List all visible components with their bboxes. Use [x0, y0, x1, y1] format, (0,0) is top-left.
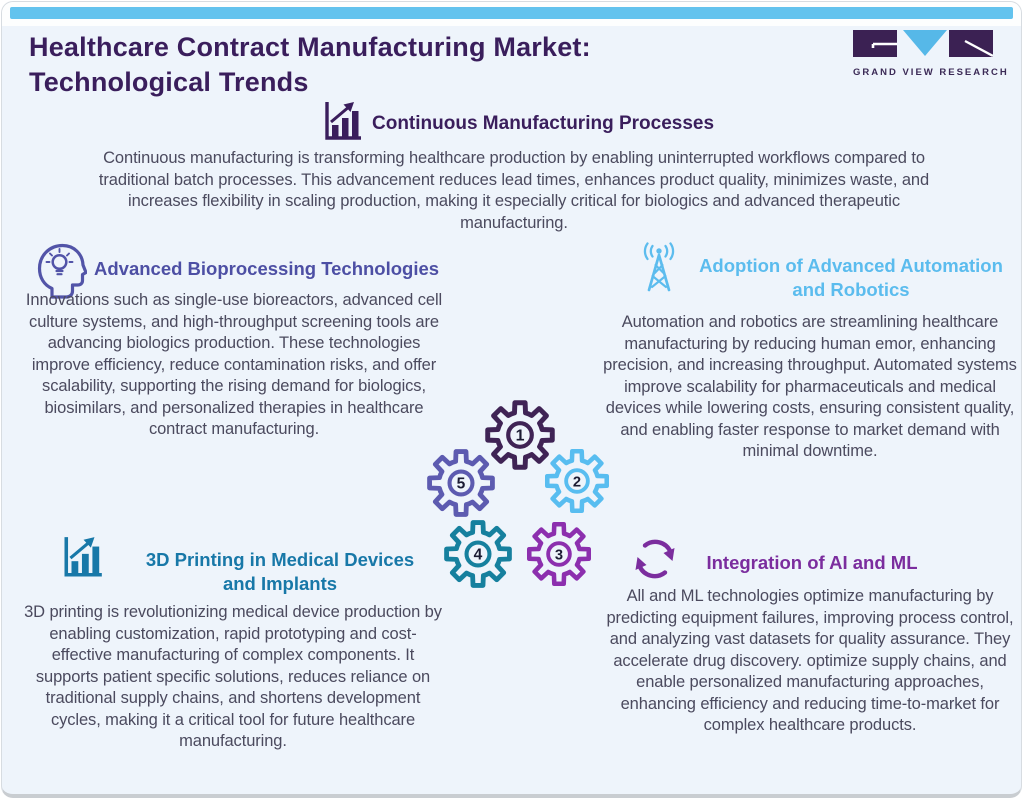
automation-title: Adoption of Advanced Automation and Robo…	[684, 254, 1018, 302]
bioprocessing-title: Advanced Bioprocessing Technologies	[94, 258, 440, 279]
page-title-line2: Technological Trends	[29, 67, 309, 97]
gear-3: 3	[524, 519, 594, 589]
automation-body: Automation and robotics are streamlining…	[603, 313, 1017, 460]
bar-chart-growth-icon	[325, 102, 361, 140]
bioprocessing-body: Innovations such as single-use bioreacto…	[25, 291, 443, 438]
cycle-arrows-icon	[635, 539, 675, 579]
printing-title-line2: and Implants	[222, 573, 338, 594]
radio-tower-icon	[643, 242, 675, 292]
head-lightbulb-icon	[37, 243, 87, 299]
gear-1-number: 1	[516, 428, 525, 445]
printing-title-line1: 3D Printing in Medical Devices	[145, 549, 415, 570]
continuous-manufacturing-body: Continuous manufacturing is transforming…	[98, 149, 930, 232]
gear-2-number: 2	[573, 474, 581, 490]
grand-view-research-logo: GRAND VIEW RESEARCH	[853, 29, 1009, 78]
page-title: Healthcare Contract Manufacturing Market…	[29, 30, 591, 100]
gear-5-number: 5	[457, 476, 466, 493]
accent-bar	[10, 7, 1013, 19]
continuous-manufacturing-title: Continuous Manufacturing Processes	[372, 113, 715, 134]
gear-3-number: 3	[555, 547, 563, 563]
page-title-line1: Healthcare Contract Manufacturing Market…	[29, 32, 591, 62]
gear-5: 5	[424, 446, 498, 520]
gear-4-number: 4	[474, 547, 483, 564]
bar-chart-growth-icon	[64, 537, 102, 577]
automation-title-line2: and Robotics	[792, 279, 910, 300]
ai-ml-body: All and ML technologies optimize manufac…	[606, 587, 1014, 734]
ai-ml-title: Integration of AI and ML	[706, 552, 918, 573]
gear-1: 1	[482, 397, 558, 473]
gvr-logo-icon	[853, 30, 994, 58]
gvr-logo-text: GRAND VIEW RESEARCH	[853, 67, 1009, 78]
top-strip	[2, 2, 1021, 26]
printing-body: 3D printing is revolutionizing medical d…	[24, 603, 442, 750]
gear-2: 2	[542, 446, 612, 516]
gear-4: 4	[441, 517, 515, 591]
printing-title: 3D Printing in Medical Devices and Impla…	[114, 548, 446, 596]
automation-title-line1: Adoption of Advanced Automation	[699, 255, 1003, 276]
